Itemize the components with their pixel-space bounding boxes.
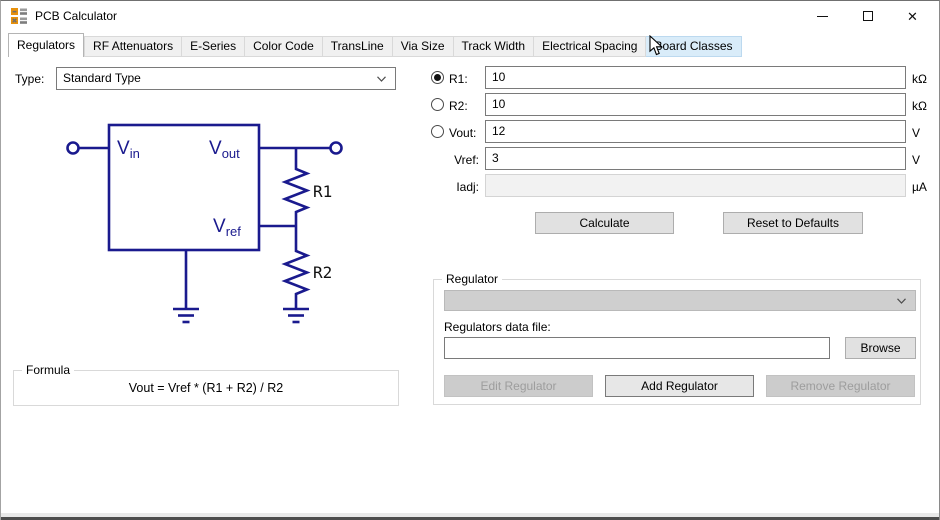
r1-input[interactable]: 10 xyxy=(485,66,906,89)
output-terminal xyxy=(329,141,343,155)
r2-field-label: R2: xyxy=(449,99,468,113)
r1-value: 10 xyxy=(492,70,506,84)
vref-field-label: Vref: xyxy=(454,153,479,167)
tab-regulators[interactable]: Regulators xyxy=(8,33,85,57)
tab-track-width[interactable]: Track Width xyxy=(453,36,535,57)
iadj-unit: µA xyxy=(912,180,927,194)
regulator-group-label: Regulator xyxy=(442,272,503,286)
resistor-r1 xyxy=(281,148,311,226)
resistor-r2 xyxy=(281,226,311,309)
remove-regulator-button: Remove Regulator xyxy=(766,375,915,397)
vref-label: V xyxy=(213,216,226,237)
vref-unit: V xyxy=(912,153,921,167)
vout-field-label: Vout: xyxy=(449,126,477,140)
edit-regulator-button: Edit Regulator xyxy=(444,375,593,397)
tab-board-classes[interactable]: Board Classes xyxy=(646,36,742,57)
type-label: Type: xyxy=(15,72,45,86)
iadj-field-label: Iadj: xyxy=(456,180,479,194)
ground-symbol-r2 xyxy=(283,307,309,324)
app-icon xyxy=(11,8,27,24)
regulator-ic-box xyxy=(107,123,261,252)
tab-transline[interactable]: TransLine xyxy=(322,36,393,57)
vin-sub-label: in xyxy=(130,146,140,161)
regulator-type-select[interactable]: Standard Type xyxy=(56,67,396,90)
r1-radio[interactable] xyxy=(431,71,444,84)
vout-sub-label: out xyxy=(222,146,240,161)
tab-bar: Regulators RF Attenuators E-Series Color… xyxy=(8,33,742,57)
r2-unit: kΩ xyxy=(912,99,927,113)
regulator-group: Regulator Regulators data file: Browse E… xyxy=(433,272,921,405)
regulator-circuit-diagram: Vin Vout Vref R1 R2 xyxy=(66,123,343,324)
iadj-input xyxy=(485,174,906,197)
chevron-down-icon xyxy=(897,298,906,304)
vin-label: V xyxy=(117,138,130,159)
title-bar: PCB Calculator ✕ xyxy=(1,1,939,31)
svg-text:Vin: Vin xyxy=(117,138,140,161)
vout-input[interactable]: 12 xyxy=(485,120,906,143)
regulator-type-value: Standard Type xyxy=(63,71,141,85)
vout-label: V xyxy=(209,138,222,159)
close-icon: ✕ xyxy=(907,8,918,24)
vref-value: 3 xyxy=(492,151,499,165)
vout-value: 12 xyxy=(492,124,506,138)
r1-label: R1 xyxy=(313,182,332,201)
add-regulator-button[interactable]: Add Regulator xyxy=(605,375,754,397)
window-bottom-edge xyxy=(1,512,939,520)
window-title: PCB Calculator xyxy=(35,9,118,23)
r1-field-label: R1: xyxy=(449,72,468,86)
minimize-button[interactable] xyxy=(800,1,845,31)
r2-radio[interactable] xyxy=(431,98,444,111)
calculate-button[interactable]: Calculate xyxy=(535,212,674,234)
vref-input[interactable]: 3 xyxy=(485,147,906,170)
r2-label: R2 xyxy=(313,263,332,282)
regulator-select xyxy=(444,290,916,311)
data-file-input[interactable] xyxy=(444,337,830,359)
tab-via-size[interactable]: Via Size xyxy=(392,36,454,57)
tab-color-code[interactable]: Color Code xyxy=(245,36,323,57)
formula-group-label: Formula xyxy=(22,363,75,377)
input-terminal xyxy=(66,141,80,155)
chevron-down-icon xyxy=(377,76,386,82)
browse-button[interactable]: Browse xyxy=(845,337,916,359)
tab-electrical-spacing[interactable]: Electrical Spacing xyxy=(534,36,647,57)
maximize-icon xyxy=(862,11,873,21)
mouse-cursor xyxy=(649,35,664,56)
r2-value: 10 xyxy=(492,97,506,111)
tab-e-series[interactable]: E-Series xyxy=(182,36,246,57)
vout-unit: V xyxy=(912,126,921,140)
tab-rf-attenuators[interactable]: RF Attenuators xyxy=(84,36,183,57)
svg-text:Vref: Vref xyxy=(213,216,241,239)
ground-symbol-ic xyxy=(173,307,199,324)
vout-radio[interactable] xyxy=(431,125,444,138)
svg-text:Vout: Vout xyxy=(209,138,240,161)
formula-group: Formula Vout = Vref * (R1 + R2) / R2 xyxy=(13,363,399,406)
r1-unit: kΩ xyxy=(912,72,927,86)
close-button[interactable]: ✕ xyxy=(890,1,935,31)
maximize-button[interactable] xyxy=(845,1,890,31)
reset-defaults-button[interactable]: Reset to Defaults xyxy=(723,212,863,234)
data-file-label: Regulators data file: xyxy=(444,320,551,334)
vref-sub-label: ref xyxy=(226,224,242,239)
minimize-icon xyxy=(817,15,828,17)
r2-input[interactable]: 10 xyxy=(485,93,906,116)
formula-text: Vout = Vref * (R1 + R2) / R2 xyxy=(128,381,284,395)
